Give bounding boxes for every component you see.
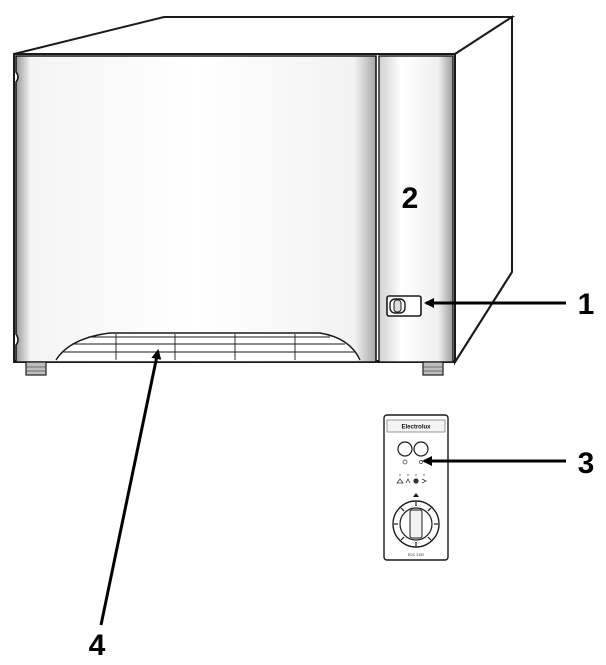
door-handle (386, 295, 422, 317)
indicator-lights (398, 473, 426, 477)
callout-arrow-4 (99, 349, 162, 626)
front-right-foot (422, 361, 444, 376)
program-button-right (413, 441, 429, 457)
callout-label-2: 2 (402, 182, 419, 215)
door-panel (15, 55, 377, 363)
cabinet-top (13, 16, 516, 55)
callout-label-4: 4 (89, 629, 106, 662)
power-icon (402, 459, 408, 465)
status-symbols (396, 478, 427, 484)
cabinet-side (454, 15, 513, 366)
brand-label: Electrolux (401, 425, 431, 431)
front-left-foot (25, 361, 47, 376)
vent-grille (55, 332, 361, 361)
callout-label-1: 1 (578, 288, 595, 321)
callout-label-3: 3 (578, 447, 595, 480)
cabinet-side-lower (454, 250, 513, 363)
program-button-left (397, 441, 413, 457)
program-dial (392, 493, 440, 548)
control-panel: Electrolux (383, 414, 449, 561)
model-label: EDC 3150 (408, 553, 424, 557)
